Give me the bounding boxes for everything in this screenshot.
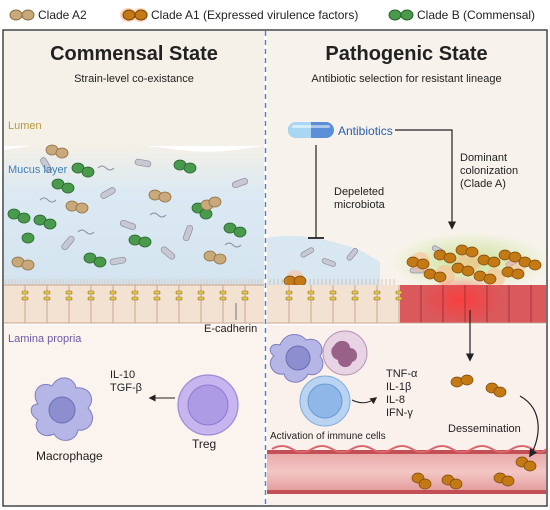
legend-label-clade-b: Clade B (Commensal) bbox=[417, 8, 536, 22]
dominant-colonization-arrow bbox=[395, 129, 457, 230]
disseminated-bacteria bbox=[411, 374, 537, 490]
depleted-label-2: microbiota bbox=[334, 199, 385, 211]
mucus-layer-left bbox=[4, 143, 264, 285]
ecadherin-label: E-cadherin bbox=[204, 323, 258, 335]
tgfb-label: TGF-β bbox=[110, 382, 142, 394]
pathogenic-subtitle: Antibiotic selection for resistant linea… bbox=[311, 73, 502, 85]
antibiotic-capsule-icon bbox=[288, 122, 334, 138]
lymphocyte-cell bbox=[299, 375, 351, 427]
legend-label-clade-a1: Clade A1 (Expressed virulence factors) bbox=[151, 8, 359, 22]
commensal-title: Commensal State bbox=[50, 43, 218, 65]
legend-label-clade-a2: Clade A2 bbox=[38, 8, 87, 22]
mucus-layer-label: Mucus layer bbox=[8, 164, 68, 176]
epithelium-microvilli-right bbox=[269, 279, 395, 285]
antibiotics-label: Antibiotics bbox=[338, 124, 393, 138]
lumen-region-left bbox=[4, 31, 264, 146]
ifng-label: IFN-γ bbox=[386, 407, 413, 419]
legend-icon-clade-a2 bbox=[9, 9, 35, 21]
pathogenic-microbiota bbox=[283, 244, 542, 288]
pathogenic-title: Pathogenic State bbox=[325, 43, 488, 65]
tnfa-label: TNF-α bbox=[386, 368, 418, 380]
epithelium-left bbox=[4, 279, 264, 324]
dissemination-arrow bbox=[519, 395, 539, 458]
dominant-label-2: colonization bbox=[460, 165, 519, 177]
lumen-label: Lumen bbox=[8, 120, 42, 132]
il1b-label: IL-1β bbox=[386, 381, 412, 393]
legend-icon-clade-a1 bbox=[120, 8, 148, 22]
epithelium-right bbox=[267, 276, 546, 324]
commensal-subtitle: Strain-level co-existance bbox=[74, 73, 194, 85]
dissemination-label: Dessemination bbox=[448, 423, 521, 435]
immune-cytokine-arrow bbox=[351, 397, 378, 405]
treg-cell bbox=[177, 374, 239, 436]
blood-vessel bbox=[267, 445, 547, 494]
commensal-microbiota bbox=[7, 144, 249, 271]
il8-label: IL-8 bbox=[386, 394, 405, 406]
dominant-label-1: Dominant bbox=[460, 152, 508, 164]
dominant-label-3: (Clade A) bbox=[460, 178, 506, 190]
macrophage-label: Macrophage bbox=[36, 449, 103, 463]
il10-label: IL-10 bbox=[110, 369, 136, 381]
legend-icon-clade-b bbox=[388, 9, 414, 21]
lamina-propria-label: Lamina propria bbox=[8, 333, 82, 345]
macrophage-cell bbox=[30, 377, 93, 441]
depleted-label-1: Depeleted bbox=[334, 186, 385, 198]
treg-label: Treg bbox=[192, 437, 217, 451]
neutrophil-cell bbox=[322, 330, 368, 376]
monocyte-cell bbox=[269, 334, 324, 383]
activation-label: Activation of immune cells bbox=[270, 431, 386, 442]
